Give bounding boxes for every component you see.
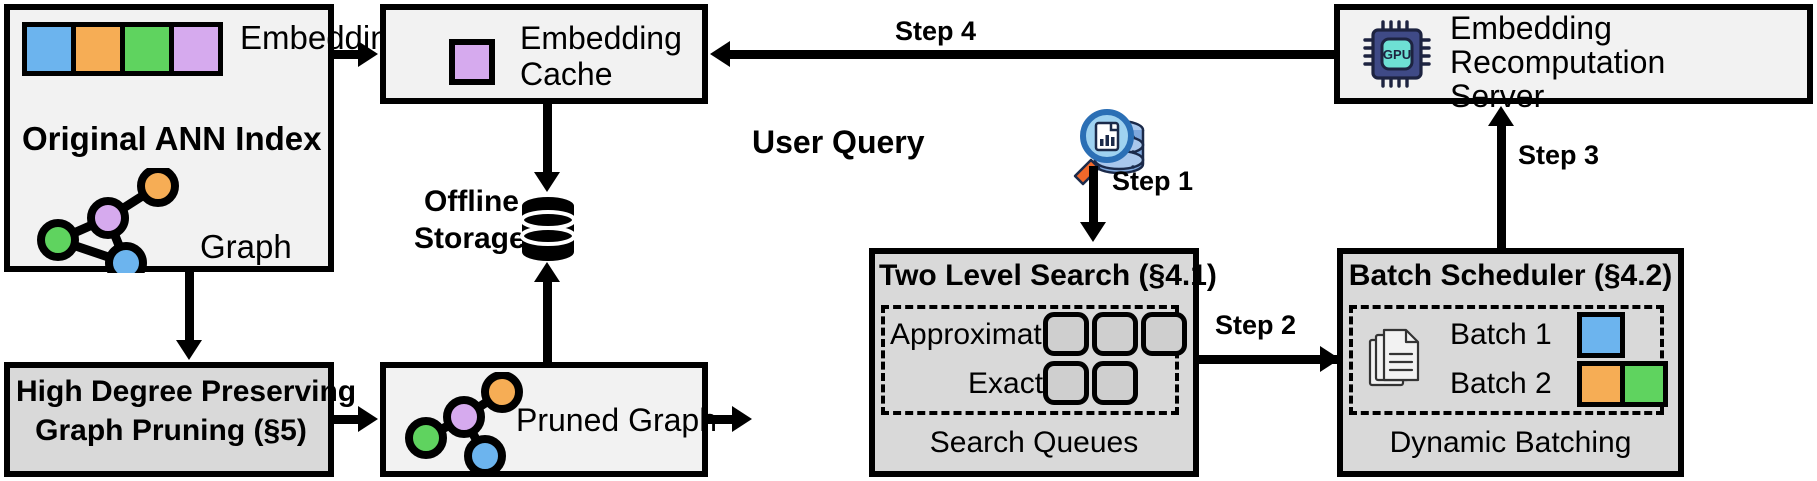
offline-storage-label-line2: Storage (414, 222, 526, 255)
gpu-icon-text: GPU (1383, 47, 1411, 62)
queue-row-label-approximate: Approximate (890, 318, 1059, 351)
arrow-prunedgraph-to-storage-line (543, 282, 552, 362)
user-query-label: User Query (752, 124, 925, 160)
queue-slot[interactable] (1043, 312, 1089, 356)
embedding-cache-box (380, 4, 708, 104)
queue-slot[interactable] (1141, 312, 1187, 356)
arrow-step3-line (1497, 126, 1506, 248)
graph-label: Graph (200, 228, 292, 265)
original-graph-illustration (37, 168, 179, 273)
embedding-cache-title-line2: Cache (520, 56, 613, 92)
high-degree-pruning-title-line2: Graph Pruning (§5) (35, 414, 307, 447)
embedding-label: Embedding (240, 19, 407, 56)
step-4-label: Step 4 (895, 16, 977, 46)
batch-1-chip-blue (1577, 312, 1625, 358)
batch-2-chip-orange (1577, 361, 1625, 407)
step-2-label: Step 2 (1215, 310, 1297, 340)
recomputation-server-title-line2: Recomputation (1450, 44, 1666, 80)
queue-slot[interactable] (1043, 361, 1089, 405)
embedding-cache-chip-icon (449, 39, 495, 85)
arrow-pruning-to-prunedgraph-head (358, 406, 378, 432)
batch-2-chip-green (1620, 361, 1668, 407)
recomputation-server-title-line1: Embedding (1450, 10, 1612, 46)
arrow-step2-line (1199, 355, 1339, 364)
dynamic-batching-footer: Dynamic Batching (1389, 426, 1632, 459)
batch-1-label: Batch 1 (1450, 318, 1552, 351)
offline-storage-label-line1: Offline (424, 185, 519, 218)
pruned-graph-box (380, 362, 708, 477)
arrow-step3-head (1488, 106, 1514, 126)
arrow-pruning-to-prunedgraph-line (334, 415, 366, 424)
queue-slot[interactable] (1092, 312, 1138, 356)
arrow-step1-line (1089, 166, 1098, 226)
step-1-label: Step 1 (1112, 166, 1194, 196)
step-3-label: Step 3 (1518, 140, 1600, 170)
high-degree-pruning-title-line1: High Degree Preserving (16, 375, 357, 408)
arrow-prunedgraph-to-search-head (732, 406, 752, 432)
arrow-prunedgraph-to-search-line (708, 415, 740, 424)
arrow-ann-to-pruning-line (185, 272, 194, 342)
queue-row-label-exact: Exact (968, 367, 1044, 400)
arrow-ann-to-cache-head (358, 41, 378, 67)
search-queues-dashed-region (881, 305, 1179, 415)
arrow-step2-head (1320, 346, 1340, 372)
gpu-chip-icon: GPU (1363, 20, 1431, 88)
arrow-ann-to-pruning-head (176, 340, 202, 360)
dynamic-batching-dashed-region (1349, 305, 1664, 415)
search-database-icon (1073, 109, 1145, 186)
recomputation-server-title-line3: Server (1450, 78, 1545, 114)
batch-2-label: Batch 2 (1450, 367, 1552, 400)
original-ann-index-title: Original ANN Index (22, 120, 322, 157)
high-degree-pruning-box (4, 362, 334, 477)
arrow-cache-to-storage-head (534, 172, 560, 192)
arrow-step1-head (1080, 222, 1106, 242)
queue-slots-exact (1043, 361, 1138, 405)
embedding-chip-blue (27, 27, 71, 71)
pruned-graph-label: Pruned Graph (516, 402, 718, 438)
documents-icon (1368, 328, 1420, 387)
queue-slot[interactable] (1092, 361, 1138, 405)
embedding-cache-title-line1: Embedding (520, 20, 682, 56)
database-icon (520, 197, 576, 261)
embedding-chip-purple (174, 27, 218, 71)
embedding-chip-orange (76, 27, 120, 71)
recomputation-server-box (1334, 4, 1813, 104)
search-queues-footer: Search Queues (929, 426, 1139, 459)
arrow-step4-head (710, 41, 730, 67)
arrow-cache-to-storage-line (543, 104, 552, 176)
pruned-graph-illustration (405, 372, 523, 472)
queue-slots-approximate (1043, 312, 1187, 356)
batch-scheduler-title: Batch Scheduler (§4.2) (1348, 259, 1673, 292)
two-level-search-title: Two Level Search (§4.1) (879, 259, 1217, 292)
arrow-step4-line (726, 50, 1334, 59)
arrow-ann-to-cache-line (334, 50, 366, 59)
arrow-prunedgraph-to-storage-head (534, 262, 560, 282)
embedding-chips-strip (22, 22, 223, 76)
embedding-chip-green (125, 27, 169, 71)
two-level-search-box (869, 248, 1199, 477)
